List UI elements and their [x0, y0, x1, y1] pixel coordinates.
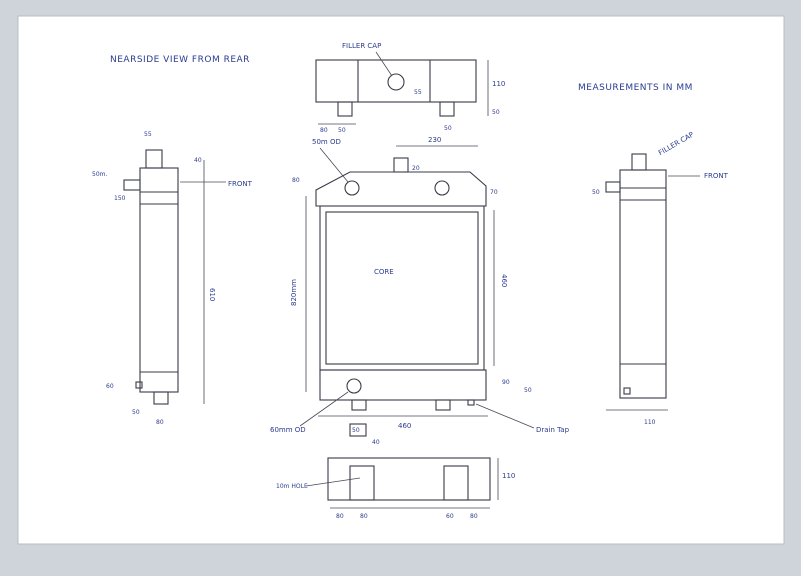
dim-left-50m: 50m. — [92, 171, 107, 178]
dim-top-50b: 50 — [338, 127, 346, 134]
dim-bottom-80c: 80 — [470, 513, 478, 520]
dim-front-70: 70 — [490, 189, 498, 196]
dim-left-55: 55 — [144, 131, 152, 138]
dim-460-right: 460 — [500, 274, 508, 287]
dim-top-50a: 50 — [492, 109, 500, 116]
front-view: 230 20 50m OD 80 70 CORE 820mm 460 90 50… — [270, 136, 570, 434]
dim-front-90: 90 — [502, 379, 510, 386]
dim-left-80: 80 — [156, 419, 164, 426]
dim-bottom-110: 110 — [502, 472, 515, 480]
dim-bottom-60: 60 — [446, 513, 454, 520]
dim-front-80: 80 — [292, 177, 300, 184]
front-label-right: FRONT — [704, 172, 729, 180]
dim-left-150: 150 — [114, 195, 126, 202]
dim-left-50: 50 — [132, 409, 140, 416]
dim-right-110: 110 — [644, 419, 656, 426]
dim-front-50: 50 — [524, 387, 532, 394]
bottom-od-label: 60mm OD — [270, 426, 306, 434]
dim-820: 820mm — [290, 279, 298, 306]
core-label: CORE — [374, 268, 394, 276]
front-label-left: FRONT — [228, 180, 253, 188]
paper — [17, 15, 785, 545]
dim-top-55: 55 — [414, 89, 422, 96]
title-note: NEARSIDE VIEW FROM REAR — [110, 55, 250, 65]
dim-bottom-80b: 80 — [360, 513, 368, 520]
dim-bottom-50: 50 — [352, 427, 360, 434]
dim-top-50c: 50 — [444, 125, 452, 132]
filler-cap-label-top: FILLER CAP — [342, 42, 381, 50]
top-inlet-right — [434, 180, 450, 196]
top-od-label: 50m OD — [312, 138, 341, 146]
drain-tap-label: Drain Tap — [536, 426, 570, 434]
dim-left-60: 60 — [106, 383, 114, 390]
dim-left-610: 610 — [208, 288, 216, 301]
dim-right-50: 50 — [592, 189, 600, 196]
dim-230: 230 — [428, 136, 441, 144]
left-side-view: 55 40 50m. 150 FRONT 610 60 50 80 — [92, 131, 253, 426]
dim-460-bottom: 460 — [398, 422, 411, 430]
filler-cap-circle — [387, 73, 405, 91]
dim-top-80: 80 — [320, 127, 328, 134]
top-plan-view: FILLER CAP 110 50 55 80 50 50 — [315, 42, 505, 134]
bottom-plan-view: 50 40 110 10m HOLE 80 80 60 80 — [276, 423, 515, 520]
dim-bottom-80a: 80 — [336, 513, 344, 520]
dim-top-110: 110 — [492, 80, 505, 88]
top-inlet-left — [344, 180, 360, 196]
hole-label: 10m HOLE — [276, 483, 308, 490]
bottom-outlet — [346, 378, 362, 394]
dim-front-20: 20 — [412, 165, 420, 172]
drain-tap — [467, 399, 475, 406]
dim-bottom-40: 40 — [372, 439, 380, 446]
measurements-note: MEASUREMENTS IN MM — [578, 83, 693, 93]
dim-left-40: 40 — [194, 157, 202, 164]
